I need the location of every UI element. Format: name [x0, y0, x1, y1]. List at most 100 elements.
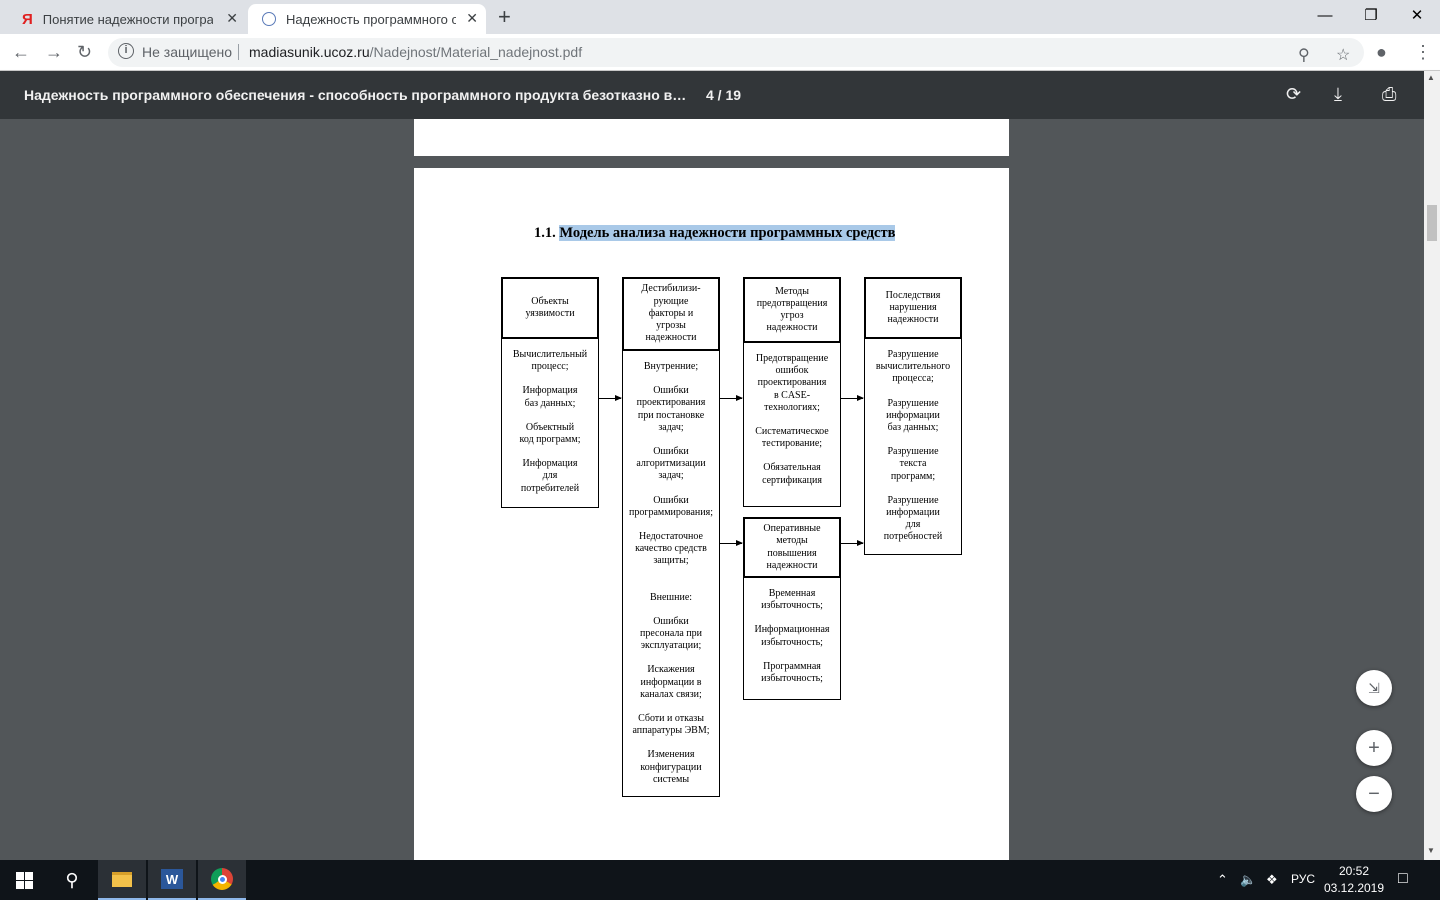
pdf-toolbar: Надежность программного обеспечения - сп… [0, 71, 1440, 119]
tab-title: Надежность программного обе [286, 11, 456, 27]
minimize-button[interactable]: — [1317, 6, 1333, 24]
diagram-header-box: Оперативные методы повышения надежности [743, 517, 841, 578]
scroll-thumb[interactable] [1427, 205, 1437, 241]
diagram-header-box: Последствия нарушения надежности [864, 277, 962, 339]
print-icon[interactable]: ⎙ [1382, 84, 1397, 104]
list-item: Внутренние; [643, 361, 699, 372]
windows-icon [15, 871, 33, 889]
heading-text: Модель анализа надежности программных ср… [559, 225, 896, 241]
box-header-text: Оперативные методы повышения надежности [763, 523, 821, 571]
address-bar[interactable]: i Не защищено madiasunik.ucoz.ru/Nadejno… [108, 38, 1364, 67]
start-button[interactable] [0, 860, 48, 900]
list-item: Разрушение вычислительного процесса; [875, 349, 951, 385]
clock[interactable]: 20:52 03.12.2019 [1320, 863, 1388, 897]
diagram-header-box: Объекты уязвимости [501, 277, 599, 339]
flow-arrow [599, 395, 622, 401]
folder-icon [112, 871, 132, 887]
diagram-list-box: Внутренние; Ошибки проектирования при по… [622, 350, 720, 797]
close-window-button[interactable]: ✕ [1410, 7, 1424, 24]
tab-2[interactable]: Надежность программного обе ✕ [248, 4, 486, 34]
tab-1[interactable]: Я Понятие надежности программ ✕ [8, 4, 246, 34]
list-item: Обязательная сертификация [762, 462, 822, 486]
reload-button[interactable]: ↻ [77, 42, 93, 62]
list-item: Предотвращение ошибок проектирования в C… [755, 353, 829, 413]
list-item: Изменения конфигурации системы [640, 749, 702, 785]
pdf-page-previous [414, 119, 1009, 156]
list-item: Информационная избыточность; [754, 624, 830, 648]
scrollbar[interactable]: ▲ ▼ [1424, 71, 1440, 860]
network-icon[interactable]: ❖ [1266, 872, 1278, 887]
scroll-down-icon[interactable]: ▼ [1427, 846, 1435, 855]
maximize-button[interactable]: ❐ [1364, 7, 1378, 24]
pdf-title: Надежность программного обеспечения - сп… [24, 87, 696, 103]
forward-button[interactable]: → [45, 42, 63, 62]
page-heading: 1.1. Модель анализа надежности программн… [534, 225, 896, 242]
scroll-up-icon[interactable]: ▲ [1427, 73, 1435, 82]
taskbar: ⚲ W ⌃ 🔈 ❖ РУС 20:52 03.12.2019 □ [0, 860, 1440, 900]
star-icon[interactable]: ☆ [1336, 47, 1351, 64]
plus-icon: + [1368, 736, 1380, 759]
url-text[interactable]: madiasunik.ucoz.ru/Nadejnost/Material_na… [249, 44, 582, 60]
clock-date: 03.12.2019 [1323, 881, 1385, 895]
flow-arrow [720, 395, 743, 401]
list-item: Информация баз данных; [522, 385, 578, 409]
download-icon[interactable]: ⤓ [1334, 84, 1342, 104]
diagram-header-box: Методы предотвращения угроз надежности [743, 277, 841, 343]
heading-number: 1.1. [534, 225, 556, 241]
list-item: Ошибки алгоритмизации задач; [636, 446, 706, 482]
search-button[interactable]: ⚲ [48, 860, 96, 900]
box-header-text: Объекты уязвимости [525, 295, 575, 319]
flow-arrow [841, 540, 864, 546]
close-icon[interactable]: ✕ [466, 10, 478, 26]
word-taskbar-item[interactable]: W [148, 860, 196, 900]
menu-icon[interactable]: ⋮ [1414, 42, 1432, 62]
list-item: Объектный код программ; [519, 421, 581, 446]
list-item: Ошибки пресонала при эксплуатации; [640, 615, 702, 652]
flow-arrow [841, 395, 864, 401]
diagram-header-box: Дестибилизи- рующие факторы и угрозы над… [622, 277, 720, 351]
volume-icon[interactable]: 🔈 [1240, 872, 1257, 887]
word-icon: W [161, 869, 183, 889]
list-item: Систематическое тестирование; [755, 426, 829, 450]
back-button[interactable]: ← [12, 42, 30, 62]
list-item: Разрушение информации баз данных; [886, 397, 940, 434]
box-header-text: Последствия нарушения надежности [885, 289, 941, 326]
zoom-icon[interactable]: ⚲ [1298, 47, 1310, 64]
diagram-list-box: Вычислительный процесс; Информация баз д… [501, 338, 599, 508]
page-indicator[interactable]: 4 / 19 [706, 87, 742, 103]
rotate-icon[interactable]: ⟳ [1286, 84, 1302, 104]
zoom-out-button[interactable]: − [1356, 776, 1392, 812]
minus-icon: − [1368, 782, 1380, 805]
close-icon[interactable]: ✕ [226, 10, 238, 26]
chevron-up-icon[interactable]: ⌃ [1217, 872, 1228, 887]
explorer-taskbar-item[interactable] [98, 860, 146, 900]
shield-icon [262, 12, 276, 26]
info-icon[interactable]: i [118, 43, 134, 59]
box-header-text: Дестибилизи- рующие факторы и угрозы над… [641, 283, 701, 344]
list-item: Ошибки программирования; [628, 494, 713, 518]
list-item: Вычислительный процесс; [512, 349, 588, 373]
pdf-viewer[interactable]: 1.1. Модель анализа надежности программн… [0, 119, 1424, 860]
divider [238, 44, 239, 60]
chrome-taskbar-item[interactable] [198, 860, 246, 900]
security-label[interactable]: Не защищено [142, 44, 232, 60]
list-item: Временная избыточность; [761, 588, 823, 612]
list-item: Искажения информации в каналах связи; [640, 664, 702, 700]
new-tab-button[interactable]: + [498, 4, 511, 29]
diagram-list-box: Временная избыточность; Информационная и… [743, 577, 841, 700]
tab-strip: Я Понятие надежности программ ✕ Надежнос… [0, 0, 1440, 34]
notifications-icon[interactable]: □ [1398, 870, 1408, 887]
flow-arrow [720, 540, 743, 546]
clock-time: 20:52 [1338, 864, 1370, 878]
pdf-page: 1.1. Модель анализа надежности программн… [414, 168, 1009, 860]
list-item: Внешние: [649, 591, 693, 603]
diagram-list-box: Предотвращение ошибок проектирования в C… [743, 342, 841, 507]
profile-icon[interactable]: ● [1376, 42, 1387, 62]
zoom-in-button[interactable]: + [1356, 730, 1392, 766]
fit-page-button[interactable]: ⇲ [1356, 670, 1392, 706]
language-indicator[interactable]: РУС [1291, 872, 1316, 886]
list-item: Сботи и отказы аппаратуры ЭВМ; [632, 713, 710, 737]
list-item: Ошибки проектирования при постановке зад… [636, 385, 706, 433]
diagram-list-box: Разрушение вычислительного процесса; Раз… [864, 338, 962, 555]
url-host: madiasunik.ucoz.ru [249, 44, 370, 60]
